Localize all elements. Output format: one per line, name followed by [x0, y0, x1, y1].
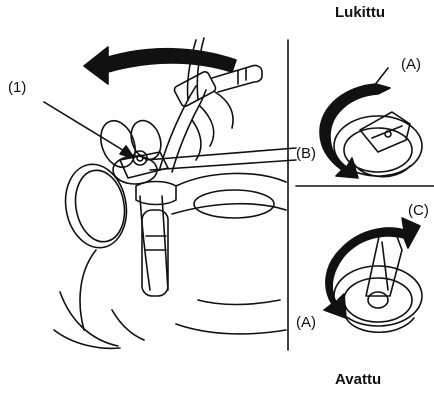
leader-line-b2: [150, 160, 296, 170]
ignition-opened-drawing: [324, 218, 422, 332]
callout-c: (C): [408, 203, 429, 218]
callout-1: (1): [8, 80, 26, 95]
opened-title: Avattu: [335, 372, 381, 387]
callout-b: (B): [296, 146, 316, 161]
leader-arrowhead-1: [120, 146, 134, 158]
handlebar-drawing: [54, 38, 286, 348]
callout-a-bottom: (A): [296, 315, 316, 330]
callout-a-top: (A): [401, 57, 421, 72]
leader-line-1: [44, 102, 126, 152]
locked-title: Lukittu: [335, 5, 385, 20]
leader-line-b: [146, 148, 296, 160]
ignition-locked-drawing: [320, 68, 422, 178]
